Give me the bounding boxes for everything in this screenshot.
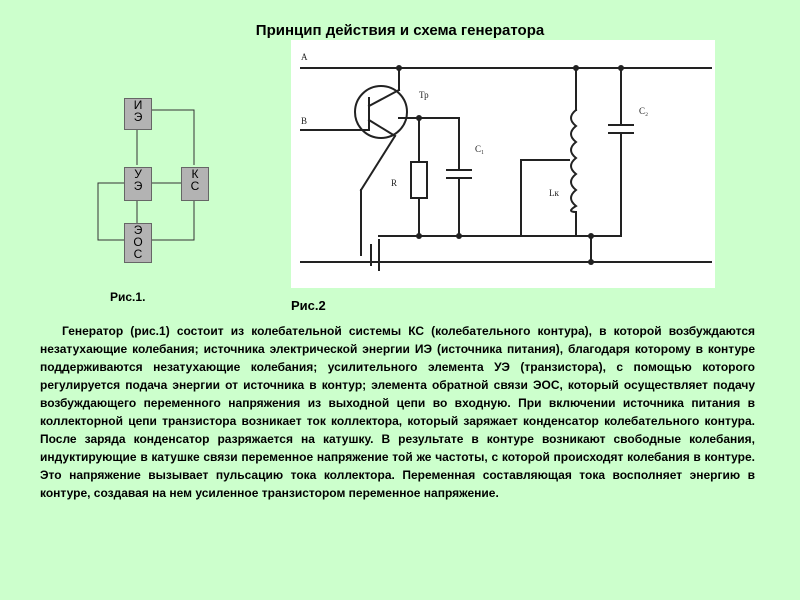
description-paragraph: Генератор (рис.1) состоит из колебательн…: [40, 324, 755, 500]
block-eos-letter-1: Э: [133, 223, 143, 237]
block-ks-letter-2: С: [190, 179, 200, 193]
block-ie-letter-2: Э: [133, 110, 143, 124]
label-r: R: [391, 178, 397, 188]
label-c2: C₂: [639, 106, 648, 116]
block-eos: Э О С: [124, 223, 152, 263]
page-title: Принцип действия и схема генератора: [255, 22, 545, 39]
label-lk: Lк: [549, 188, 559, 198]
block-ie-letter-1: И: [133, 98, 143, 112]
block-ie: И Э: [124, 98, 152, 130]
block-eos-letter-2: О: [133, 235, 143, 249]
block-ue-letter-1: У: [134, 167, 142, 181]
figure2-caption: Рис.2: [291, 298, 326, 313]
block-diagram: И Э У Э К С Э О С: [90, 95, 220, 265]
block-diagram-connections: [97, 109, 195, 241]
block-ks-letter-1: К: [191, 167, 199, 181]
circuit-schematic-svg: A B Тр R C₁ C₂ Lк: [300, 52, 712, 271]
block-ue: У Э: [124, 167, 152, 201]
circuit-schematic: A B Тр R C₁ C₂ Lк: [291, 40, 715, 288]
label-a: A: [301, 52, 308, 62]
figure1-caption: Рис.1.: [110, 290, 146, 304]
block-ks: К С: [181, 167, 209, 201]
block-ue-letter-2: Э: [133, 179, 143, 193]
block-eos-letter-3: С: [133, 247, 143, 261]
description-text: Генератор (рис.1) состоит из колебательн…: [40, 322, 755, 502]
label-tr: Тр: [419, 90, 429, 100]
label-c1: C₁: [475, 144, 484, 154]
label-b: B: [301, 116, 307, 126]
